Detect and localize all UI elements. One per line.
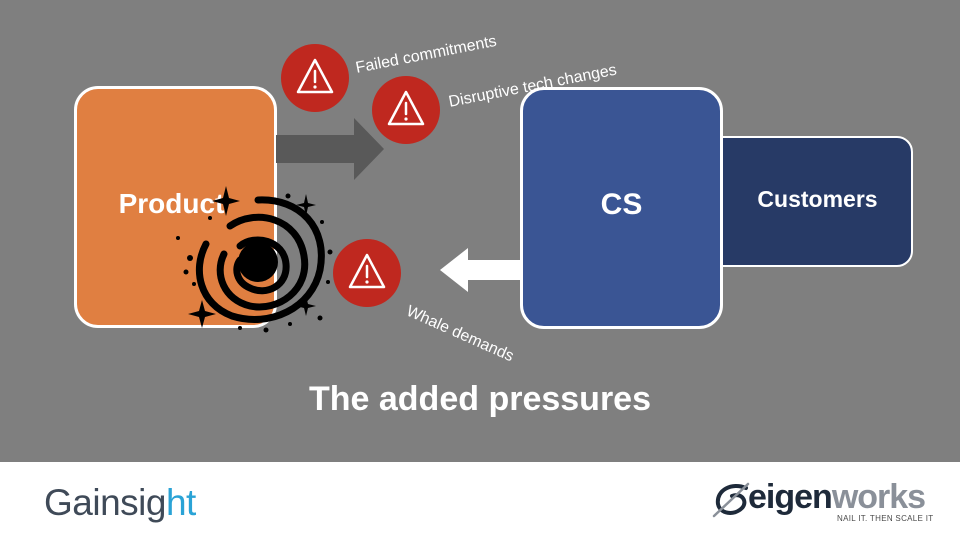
eigenworks-eigen: eigen: [748, 478, 833, 516]
gainsight-logo-main: Gainsig: [44, 482, 166, 523]
failed-commitments-label: Failed commitments: [354, 32, 499, 77]
eigenworks-works: works: [831, 478, 926, 516]
gainsight-logo: Gainsight: [44, 482, 196, 524]
eigenworks-swirl-icon: [712, 482, 750, 518]
warning-triangle-icon: [387, 90, 425, 126]
cs-box: CS: [520, 87, 723, 329]
product-to-cs-arrow: [276, 118, 384, 180]
customers-label: Customers: [757, 186, 878, 212]
warning-failed-commitments: [281, 44, 349, 112]
warning-triangle-icon: [296, 58, 334, 94]
customers-box: Customers: [700, 136, 913, 267]
warning-triangle-icon: [348, 253, 386, 289]
warning-disruptive-tech: [372, 76, 440, 144]
warning-whale-demands: [333, 239, 401, 307]
whale-demands-label: Whale demands: [403, 302, 517, 366]
cs-to-product-arrow: [440, 248, 522, 292]
slide-title: The added pressures: [308, 380, 651, 418]
product-box: Product: [74, 86, 277, 328]
black-hole-icon: [176, 186, 333, 333]
product-label: Product: [118, 188, 225, 219]
eigenworks-tagline: NAIL IT. THEN SCALE IT: [837, 514, 934, 523]
cs-label: CS: [600, 188, 643, 221]
eigenworks-wordmark: eigenworks: [748, 478, 926, 517]
eigenworks-logo: eigenworks NAIL IT. THEN SCALE IT: [712, 476, 942, 526]
slide-canvas: Customers CS Product: [0, 0, 960, 462]
gainsight-logo-accent: ht: [165, 482, 196, 523]
